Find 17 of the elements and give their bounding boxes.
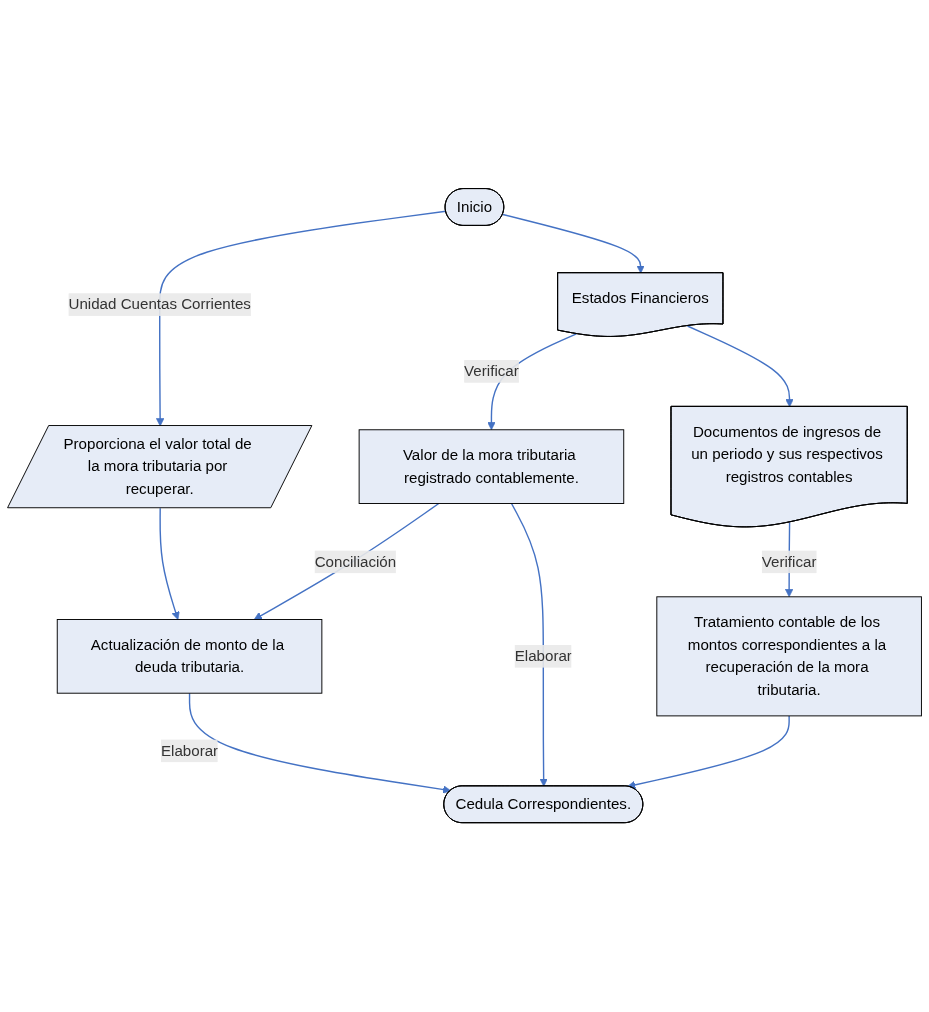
arrow — [502, 214, 645, 274]
arrow — [510, 503, 548, 788]
arrow — [188, 692, 452, 794]
node-box: Actualización de monto de la deuda tributaria. — [56, 619, 323, 695]
edge-label: Verificar — [464, 363, 519, 380]
arrow — [159, 507, 180, 621]
edge-label: Unidad Cuentas Corrientes — [68, 296, 251, 313]
edge-label: Elaborar — [514, 648, 572, 665]
edge-label: Verificar — [761, 553, 817, 570]
arrow — [253, 503, 440, 621]
node-box: Valor de la mora tributaria registrado contablemente. — [358, 429, 625, 505]
arrow — [686, 325, 794, 408]
edge-label: Conciliación — [314, 553, 397, 570]
arrow — [627, 715, 790, 790]
edge-label: Elaborar — [160, 742, 219, 759]
node-box: Tratamiento contable de los montos correspondientes a la recuperación de la mora tributaria. — [656, 596, 922, 717]
arrow — [155, 211, 447, 427]
